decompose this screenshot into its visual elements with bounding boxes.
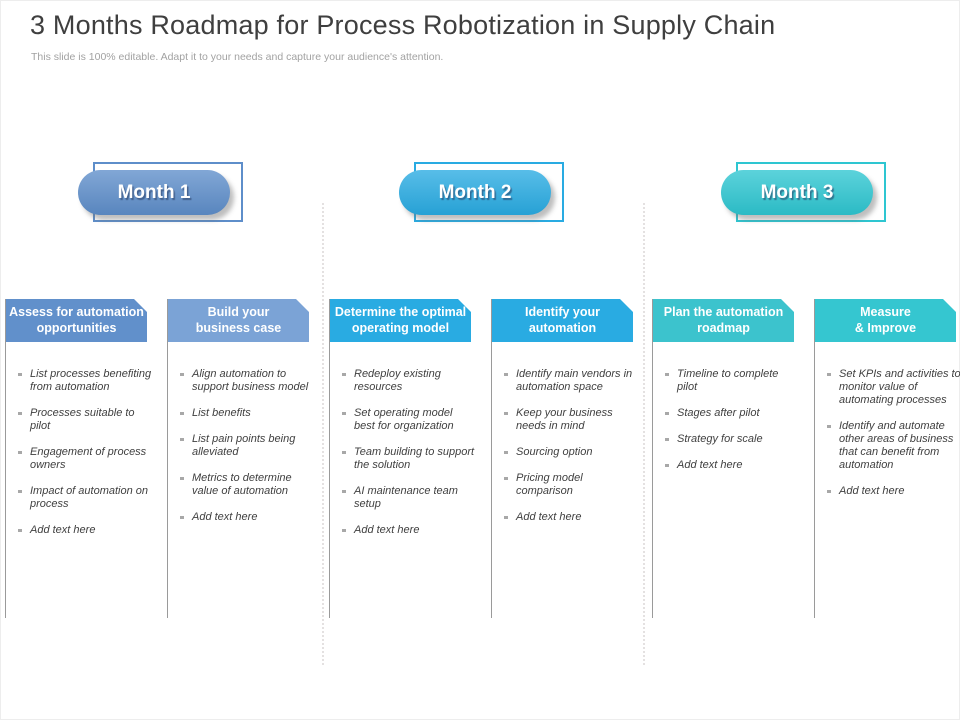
column-header-2: Build your business case — [168, 299, 309, 342]
list-item: Team building to support the solution — [342, 446, 475, 471]
list-item: AI maintenance team setup — [342, 485, 476, 511]
list-item: Add text here — [342, 524, 476, 537]
section-separator-2 — [643, 203, 645, 665]
list-item: Timeline to complete pilot — [665, 368, 799, 394]
month-pill-2: Month 2 — [399, 170, 551, 215]
list-item: Add text here — [827, 485, 960, 498]
list-item: Identify and automate other areas of bus… — [827, 420, 960, 472]
column-assess-for-automation: Assess for automation opportunities List… — [5, 299, 165, 618]
month-3-label: Month 3 — [760, 181, 834, 203]
list-item: Stages after pilot — [665, 407, 799, 420]
column-divider-line — [491, 299, 492, 618]
page-title: 3 Months Roadmap for Process Robotizatio… — [30, 10, 776, 40]
column-build-business-case: Build your business case Align automatio… — [167, 299, 327, 618]
list-item: Strategy for scale — [665, 433, 799, 446]
list-item: List benefits — [180, 407, 314, 420]
column-list: List processes benefiting from automatio… — [5, 368, 160, 537]
column-list: Align automation to support business mod… — [167, 368, 322, 524]
list-item: Engagement of process owners — [18, 446, 152, 472]
list-item: Metrics to determine value of automation — [180, 472, 314, 498]
list-item: Processes suitable to pilot — [18, 407, 152, 433]
column-divider-line — [329, 299, 330, 618]
column-identify-automation: Identify your automation Identify main v… — [491, 299, 651, 618]
column-list: Redeploy existing resources Set operatin… — [329, 368, 484, 537]
list-item: Add text here — [18, 524, 152, 537]
column-list: Set KPIs and activities to monitor value… — [814, 368, 960, 498]
list-item: Align automation to support business mod… — [180, 368, 314, 394]
column-header-6: Measure & Improve — [815, 299, 956, 342]
month-pill-3: Month 3 — [721, 170, 873, 215]
list-item: List processes benefiting from automatio… — [18, 368, 152, 393]
column-divider-line — [5, 299, 6, 618]
list-item: Impact of automation on process — [18, 485, 152, 511]
list-item: Pricing model comparison — [504, 472, 638, 498]
column-list: Identify main vendors in automation spac… — [491, 368, 646, 524]
column-header-3: Determine the optimal operating model — [330, 299, 471, 342]
column-divider-line — [167, 299, 168, 618]
column-header-4: Identify your automation — [492, 299, 633, 342]
list-item: Set operating model best for organizatio… — [342, 407, 476, 433]
list-item: Add text here — [665, 459, 799, 472]
list-item: Redeploy existing resources — [342, 368, 476, 394]
column-divider-line — [652, 299, 653, 618]
page-subtitle: This slide is 100% editable. Adapt it to… — [31, 51, 444, 63]
list-item: Sourcing option — [504, 446, 638, 459]
month-pill-1: Month 1 — [78, 170, 230, 215]
column-header-5: Plan the automation roadmap — [653, 299, 794, 342]
list-item: List pain points being alleviated — [180, 433, 314, 459]
list-item: Add text here — [180, 511, 314, 524]
section-separator-1 — [322, 203, 324, 665]
column-list: Timeline to complete pilot Stages after … — [652, 368, 807, 472]
column-measure-improve: Measure & Improve Set KPIs and activitie… — [814, 299, 960, 618]
list-item: Keep your business needs in mind — [504, 407, 638, 433]
list-item: Add text here — [504, 511, 638, 524]
list-item: Set KPIs and activities to monitor value… — [827, 368, 960, 406]
column-automation-roadmap: Plan the automation roadmap Timeline to … — [652, 299, 812, 618]
column-operating-model: Determine the optimal operating model Re… — [329, 299, 489, 618]
month-2-label: Month 2 — [438, 181, 512, 203]
list-item: Identify main vendors in automation spac… — [504, 368, 638, 394]
column-header-1: Assess for automation opportunities — [6, 299, 147, 342]
column-divider-line — [814, 299, 815, 618]
month-1-label: Month 1 — [117, 181, 191, 203]
